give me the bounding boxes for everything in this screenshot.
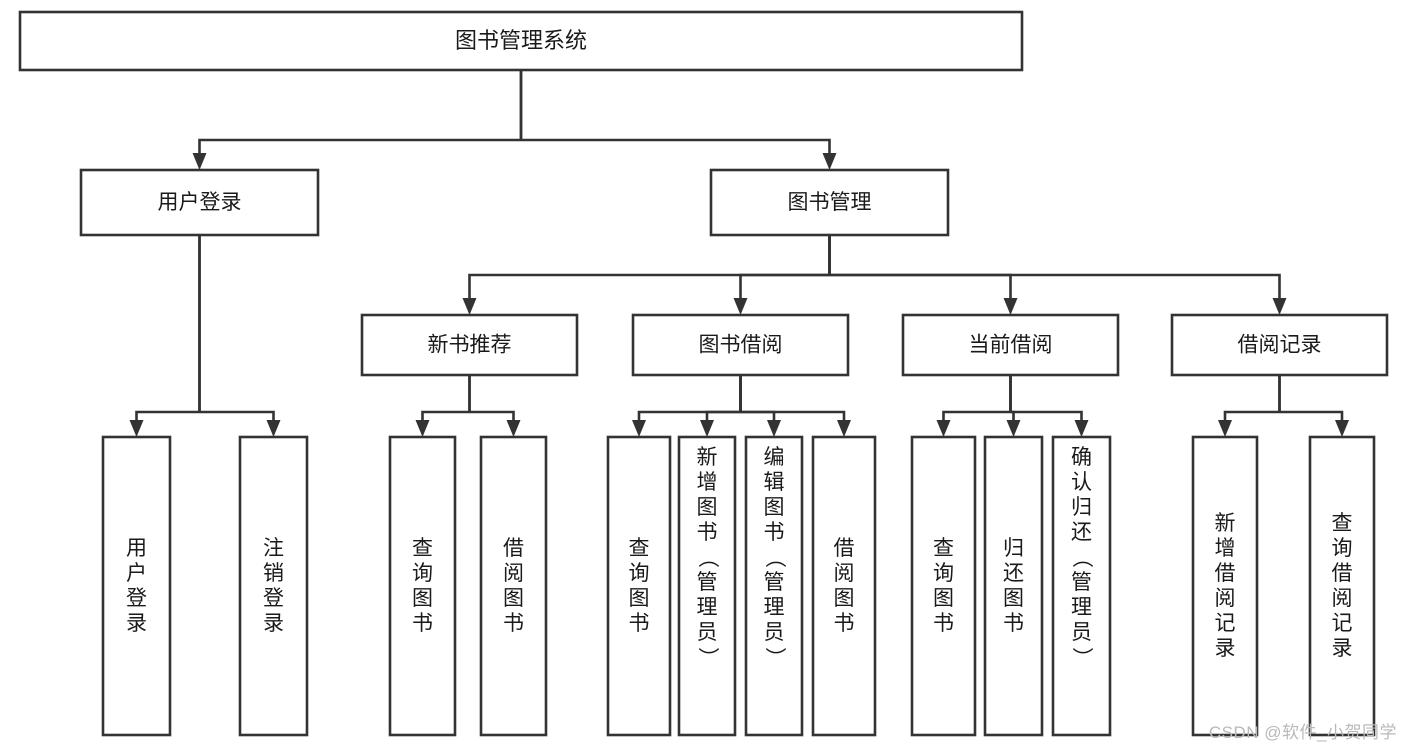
node-box-leaf-8 [910, 435, 977, 737]
connector-arrowhead [632, 420, 646, 437]
connector-arrowhead [1003, 298, 1018, 315]
connector-arrowhead [822, 153, 837, 170]
node-box-leaf-10 [1051, 435, 1112, 737]
connector-arrowhead [700, 420, 714, 437]
connector-arrowhead [192, 153, 207, 170]
connector-arrowhead [506, 420, 521, 437]
node-label-level2-1: 图书管理 [788, 191, 872, 214]
node-label-root: 图书管理系统 [455, 28, 587, 53]
connector-line [421, 375, 471, 420]
node-box-leaf-12 [1308, 435, 1376, 737]
connector-line [705, 375, 742, 420]
node-box-level3-0 [360, 313, 579, 377]
node-box-leaf-4 [606, 435, 672, 737]
connector-line [739, 375, 846, 420]
node-box-level2-0 [79, 168, 320, 237]
connector-arrowhead [733, 298, 748, 315]
connector-line [1223, 375, 1281, 420]
connector-line [519, 70, 831, 153]
node-box-root [18, 10, 1024, 72]
connector-line [942, 375, 1012, 420]
connector-arrowhead [1074, 420, 1089, 437]
connector-line [468, 235, 831, 298]
connector-arrowhead [1272, 298, 1287, 315]
connector-line [828, 235, 1012, 298]
connector-arrowhead [129, 420, 144, 437]
node-box-level3-1 [631, 313, 850, 377]
node-box-level2-1 [709, 168, 950, 237]
node-label-level3-0: 新书推荐 [428, 334, 512, 357]
node-label-level3-3: 借阅记录 [1238, 334, 1322, 357]
connector-line [198, 235, 275, 420]
connector-line [739, 235, 831, 298]
node-label-level2-0: 用户登录 [158, 191, 242, 214]
node-box-leaf-0 [101, 435, 172, 737]
node-label-level3-2: 当前借阅 [969, 334, 1053, 357]
connector-arrowhead [837, 420, 851, 437]
node-box-leaf-9 [983, 435, 1044, 737]
node-box-leaf-5 [677, 435, 737, 737]
connector-arrowhead [415, 420, 430, 437]
connector-arrowhead [1335, 420, 1349, 437]
node-box-leaf-6 [744, 435, 804, 737]
connector-line [828, 235, 1281, 298]
node-box-leaf-1 [238, 435, 309, 737]
connector-arrowhead [1006, 420, 1021, 437]
connector-line [1009, 375, 1083, 420]
node-box-leaf-7 [811, 435, 877, 737]
connector-line [1278, 375, 1344, 420]
connector-arrowhead [1218, 420, 1232, 437]
connector-line [135, 235, 201, 420]
connector-arrowhead [767, 420, 781, 437]
node-box-level3-2 [901, 313, 1120, 377]
node-box-leaf-3 [479, 435, 548, 737]
node-box-leaf-11 [1191, 435, 1259, 737]
connector-arrowhead [936, 420, 951, 437]
connector-arrowhead [462, 298, 477, 315]
connector-line [198, 70, 523, 153]
node-box-leaf-2 [388, 435, 457, 737]
connector-arrowhead [266, 420, 281, 437]
connector-line [468, 375, 515, 420]
node-box-layer [18, 10, 1389, 737]
node-box-level3-3 [1170, 313, 1389, 377]
node-label-level3-1: 图书借阅 [699, 334, 783, 357]
connector-layer [129, 70, 1349, 437]
